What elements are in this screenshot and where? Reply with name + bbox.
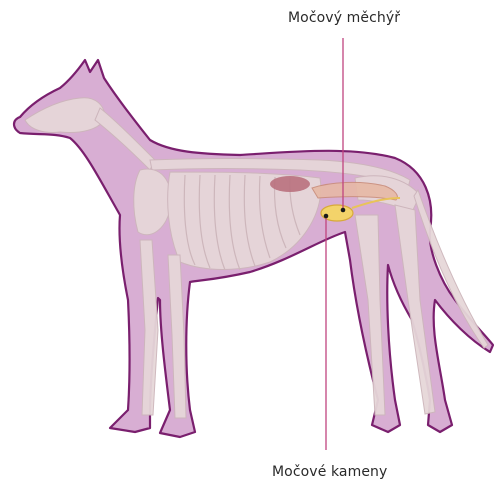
stones-marker [324,214,329,219]
kidney-organ [270,176,310,192]
stones-label: Močové kameny [272,464,387,480]
bladder-label: Močový měchýř [288,10,400,26]
bladder-marker [341,208,346,213]
